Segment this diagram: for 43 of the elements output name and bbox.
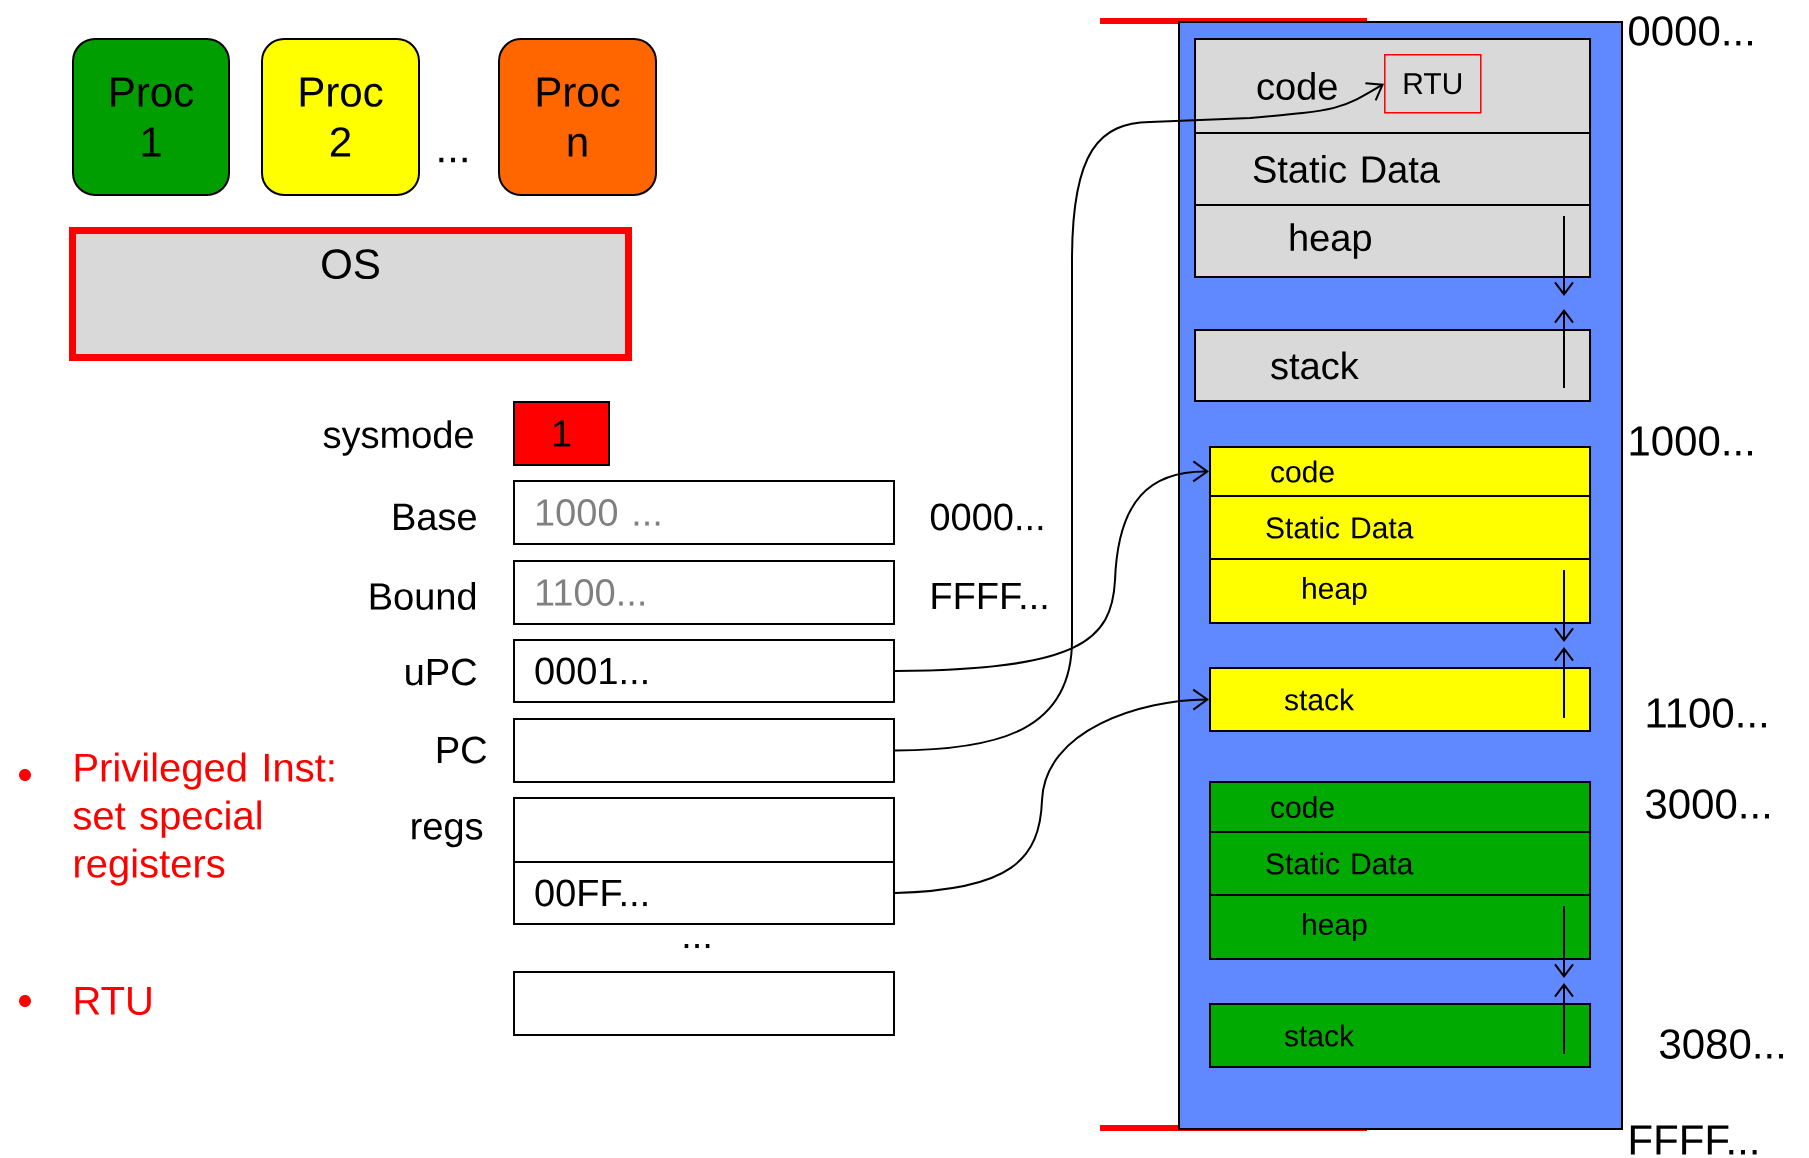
register-label: Base [394,503,476,531]
memory-segment: stack [1209,1003,1591,1068]
address-label: 0000... [930,503,1043,531]
register-label: regs [412,818,483,848]
address-label: FFFF... [932,582,1047,610]
address-label: 0000... [1629,16,1752,46]
memory-segment: code [1209,781,1591,833]
address-label: 3000... [1646,789,1769,819]
register-box: 1100... [513,560,895,625]
memory-segment: stack [1209,667,1591,732]
address-label: 1100... [1647,698,1766,728]
register-label: PC [437,736,487,764]
address-label: 1000... [1630,426,1752,456]
memory-segment: code [1209,446,1591,497]
register-box: 00FF... [513,861,895,925]
process-box: Proc 1 [72,38,230,196]
memory-segment: stack [1194,329,1591,402]
register-label: uPC [406,658,477,686]
memory-segment: Static Data [1209,831,1591,896]
mode-bit-box: 1 [513,401,610,466]
os-box: OS [69,227,632,361]
register-label: sysmode [323,420,473,456]
memory-segment: heap [1209,894,1591,960]
address-label: FFFF... [1630,1125,1757,1155]
memory-segment: Static Data [1209,495,1591,560]
arrow [894,688,1209,894]
arrow [894,460,1209,672]
register-box: 1000 ... [513,480,895,545]
memory-segment: Static Data [1194,132,1591,206]
process-box: Proc n [498,38,657,196]
address-label: 3080... [1660,1029,1783,1059]
process-box: Proc 2 [261,38,420,196]
register-label: Bound [370,582,476,610]
bullet-text: RTU [75,987,151,1015]
register-box [513,971,895,1036]
bullet-text: Privileged Inst: set special registers [73,752,334,886]
ellipsis: ... [439,157,467,163]
arrow [894,82,1384,752]
memory-segment: heap [1209,558,1591,624]
instruction-box: RTU [1384,54,1482,114]
memory-segment: heap [1194,204,1591,278]
ellipsis: ... [684,944,710,949]
register-box: 0001... [513,639,895,703]
